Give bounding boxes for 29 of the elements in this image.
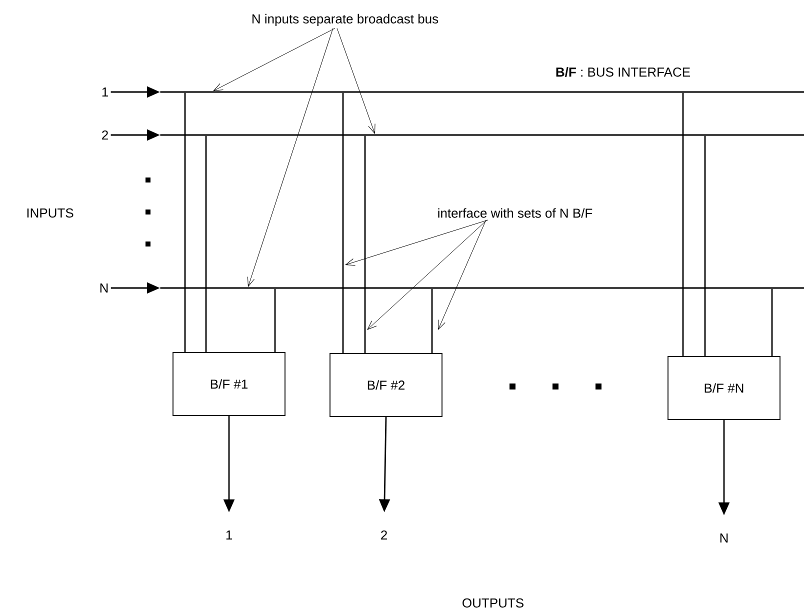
connector-line: [205, 136, 207, 352]
leader-line: [367, 220, 488, 330]
connector-line: [342, 92, 344, 354]
input-number: 2: [102, 130, 108, 140]
connector-line: [682, 92, 684, 356]
leader-line: [345, 220, 488, 266]
leader-line: [438, 220, 486, 330]
output-number: 2: [381, 530, 387, 540]
label-text: B/F : BUS INTERFACE: [556, 67, 690, 77]
connector-line: [771, 288, 773, 356]
connector-line: [184, 92, 186, 352]
callout-text: interface with sets of N B/F: [438, 208, 592, 218]
label-text: INPUTS: [27, 208, 74, 218]
leader-line: [336, 28, 376, 134]
output-number: 1: [226, 530, 232, 540]
interface-box: B/F #2: [330, 353, 442, 417]
connector-line: [431, 288, 433, 354]
label-text: OUTPUTS: [462, 598, 524, 608]
leader-line: [213, 28, 336, 92]
output-number: N: [720, 534, 728, 542]
connector-line: [704, 136, 706, 356]
callout-text: N inputs separate broadcast bus: [252, 14, 438, 26]
interface-box: B/F #N: [668, 356, 780, 420]
connector-line: [364, 136, 366, 354]
leader-line: [247, 28, 334, 287]
connector-line: [274, 288, 276, 352]
interface-box: B/F #1: [172, 352, 286, 416]
input-number: 1: [102, 88, 108, 96]
input-number: N: [100, 284, 108, 292]
